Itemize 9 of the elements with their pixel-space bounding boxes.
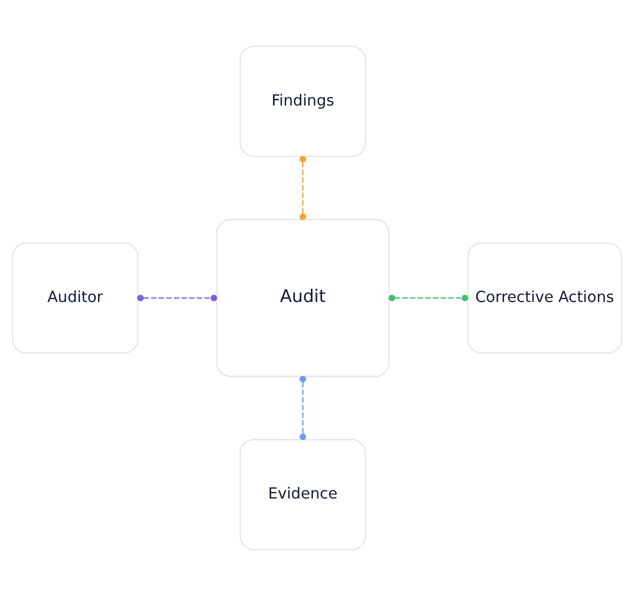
node-box: Evidence [240, 438, 366, 550]
node-box: Audit [216, 218, 390, 378]
node-box: Corrective Actions [467, 242, 622, 354]
connector [388, 294, 468, 302]
connector [137, 294, 218, 302]
connector [300, 156, 306, 220]
node-box: Findings [240, 46, 366, 158]
node-box: Auditor [12, 242, 138, 354]
connector [300, 376, 306, 440]
